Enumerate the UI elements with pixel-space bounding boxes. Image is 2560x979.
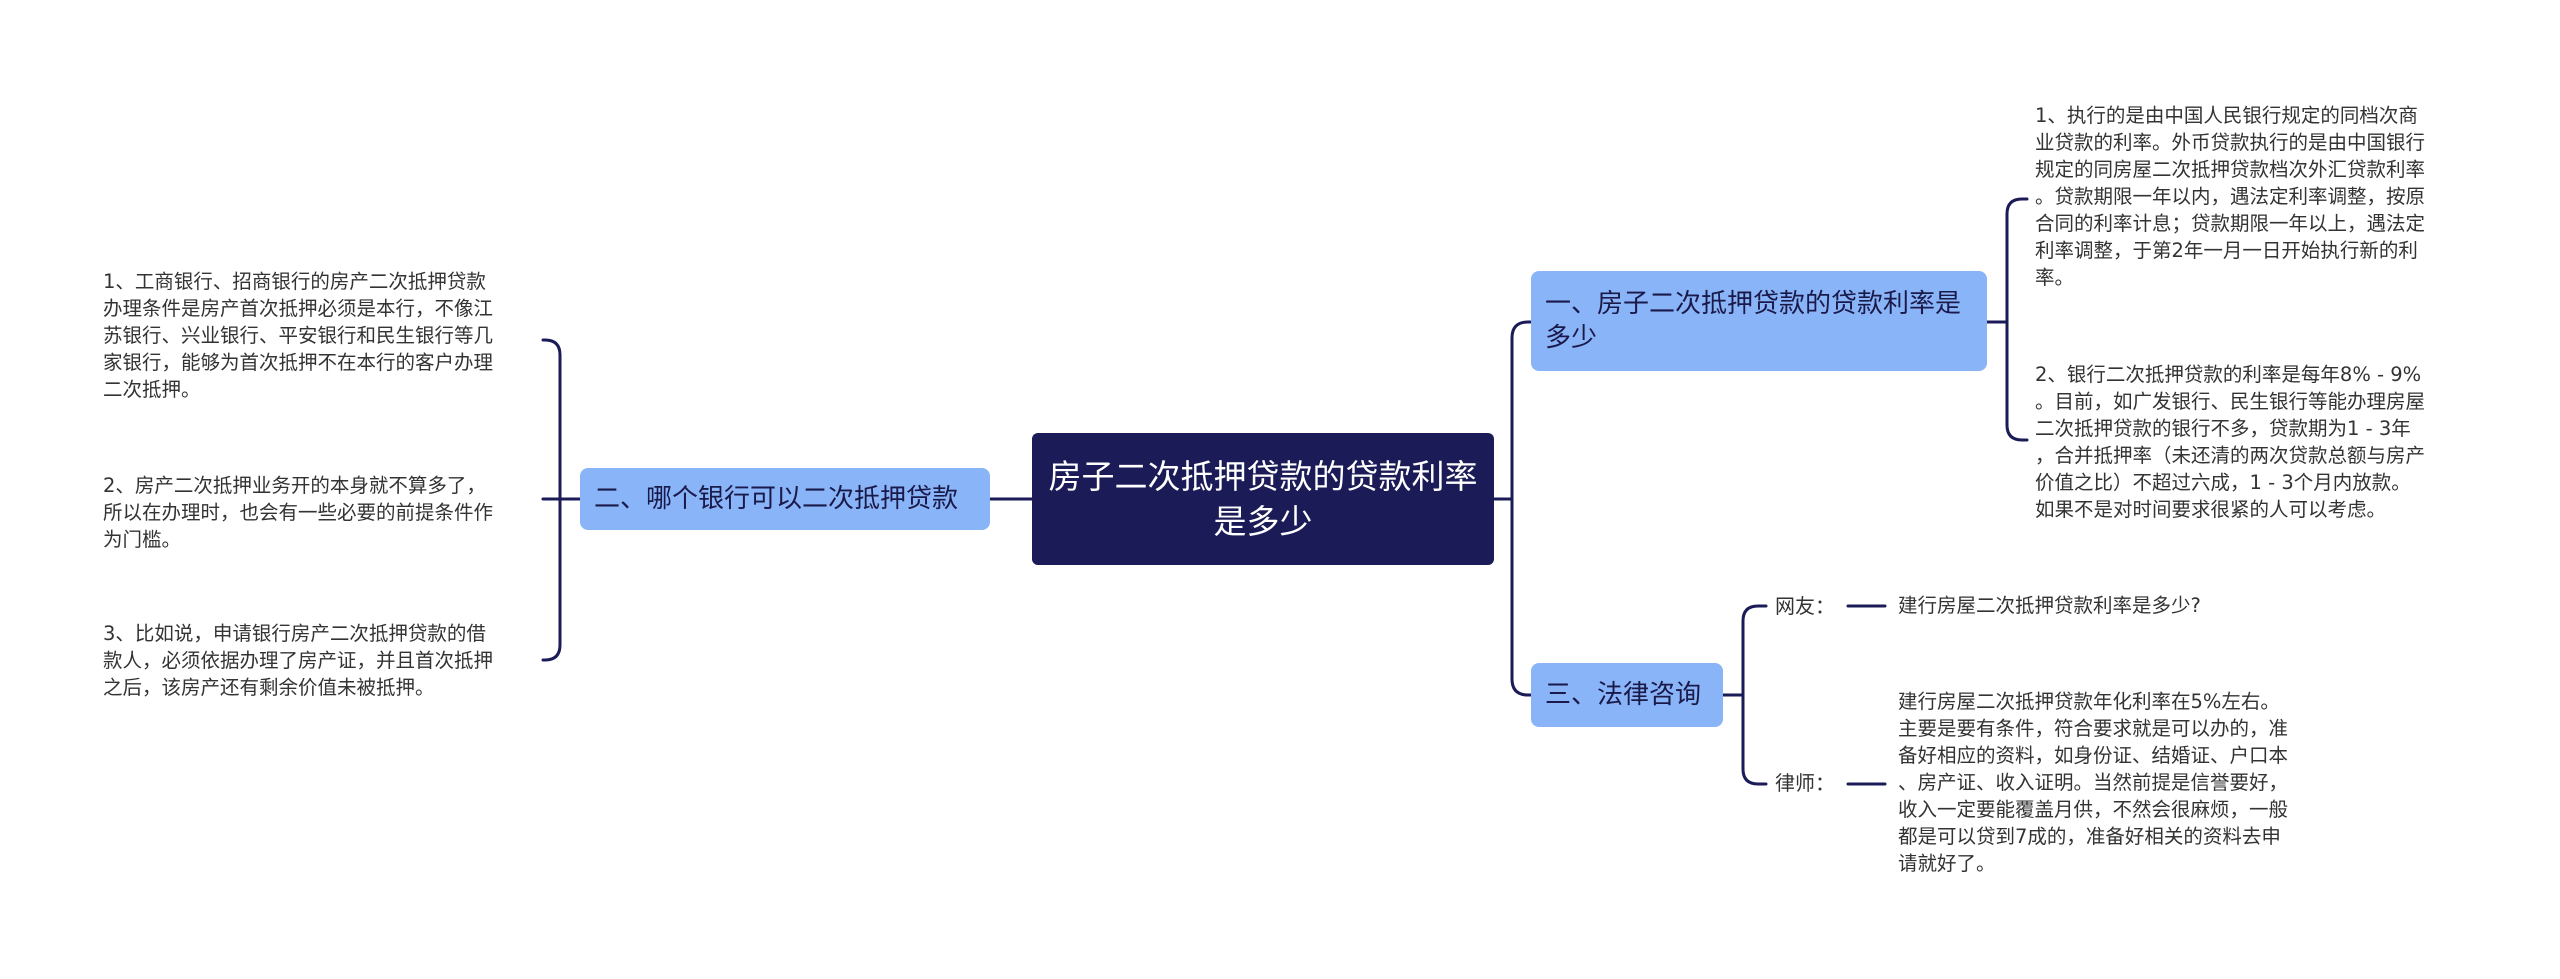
root-node[interactable]: 房子二次抵押贷款的贷款利率是多少 xyxy=(1032,433,1494,565)
leaf-netizen-question: 建行房屋二次抵押贷款利率是多少? xyxy=(1898,594,2201,617)
leaf-rate-1: 1、执行的是由中国人民银行规定的同档次商 业贷款的利率。外币贷款执行的是由中国银… xyxy=(2035,104,2426,289)
edge-legal-bracket xyxy=(1721,604,1768,786)
branch-legal-label: 三、法律咨询 xyxy=(1545,680,1702,710)
leaf-lawyer-answer: 建行房屋二次抵押贷款年化利率在5%左右。 主要是要有条件，符合要求就是可以办的，… xyxy=(1898,690,2289,875)
branch-rate[interactable]: 一、房子二次抵押贷款的贷款利率是多少 xyxy=(1531,271,1987,371)
branch-legal[interactable]: 三、法律咨询 xyxy=(1531,663,1723,727)
label-netizen: 网友： xyxy=(1775,594,1835,618)
leaf-banks-2: 2、房产二次抵押业务开的本身就不算多了， 所以在办理时，也会有一些必要的前提条件… xyxy=(103,474,494,551)
branch-banks-label: 二、哪个银行可以二次抵押贷款 xyxy=(594,484,959,514)
branch-banks[interactable]: 二、哪个银行可以二次抵押贷款 xyxy=(580,468,990,530)
leaf-banks-3: 3、比如说，申请银行房产二次抵押贷款的借 款人，必须依据办理了房产证，并且首次抵… xyxy=(103,622,494,699)
edge-trunk-legal xyxy=(1510,497,1533,697)
edge-banks-bracket xyxy=(541,338,582,662)
edge-trunk-rate xyxy=(1510,320,1533,501)
branch-rate-label: 一、房子二次抵押贷款的贷款利率是多少 xyxy=(1545,289,1962,353)
leaf-banks-1: 1、工商银行、招商银行的房产二次抵押贷款 办理条件是房产首次抵押必须是本行，不像… xyxy=(103,270,494,401)
root-title: 房子二次抵押贷款的贷款利率是多少 xyxy=(1048,457,1478,541)
edge-rate-bracket xyxy=(1985,197,2029,442)
leaf-rate-2: 2、银行二次抵押贷款的利率是每年8% - 9% 。目前，如广发银行、民生银行等能… xyxy=(2035,363,2426,521)
label-lawyer: 律师： xyxy=(1775,771,1835,795)
